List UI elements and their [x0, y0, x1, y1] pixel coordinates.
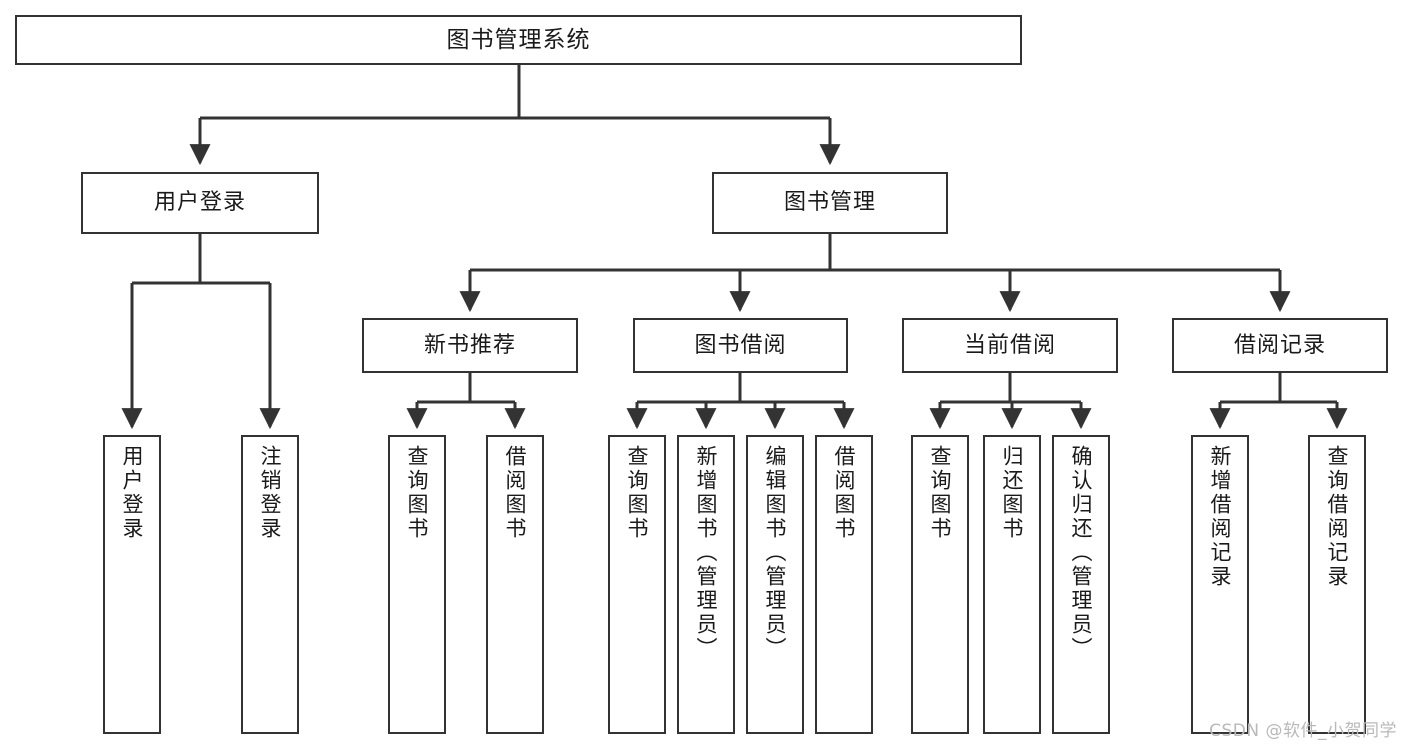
- node-label: 确认归还（管理员）: [1069, 445, 1094, 661]
- watermark: CSDN @软件_小贺同学: [1209, 721, 1397, 741]
- node-leaf-add-borrow-record[interactable]: 新增借阅记录: [1191, 435, 1249, 734]
- node-label: 新增图书（管理员）: [694, 445, 719, 661]
- node-label: 借阅记录: [1233, 332, 1326, 358]
- node-label: 编辑图书（管理员）: [763, 445, 788, 661]
- node-label: 归还图书: [1000, 445, 1025, 541]
- node-label: 新书推荐: [423, 332, 516, 358]
- node-leaf-query-book-1[interactable]: 查询图书: [388, 435, 446, 734]
- node-borrow-record[interactable]: 借阅记录: [1172, 318, 1388, 373]
- node-label: 图书借阅: [694, 332, 787, 358]
- node-user-login[interactable]: 用户登录: [81, 172, 319, 234]
- node-leaf-borrow-book-2[interactable]: 借阅图书: [815, 435, 873, 734]
- node-leaf-user-login[interactable]: 用户登录: [103, 435, 161, 734]
- node-label: 图书管理: [783, 190, 876, 216]
- node-leaf-add-book[interactable]: 新增图书（管理员）: [677, 435, 735, 734]
- node-current-borrow[interactable]: 当前借阅: [902, 318, 1118, 373]
- node-label: 借阅图书: [832, 445, 857, 541]
- node-leaf-query-book-3[interactable]: 查询图书: [911, 435, 969, 734]
- node-label: 借阅图书: [503, 445, 528, 541]
- node-leaf-confirm-return[interactable]: 确认归还（管理员）: [1052, 435, 1110, 734]
- node-label: 当前借阅: [963, 332, 1056, 358]
- node-leaf-borrow-book-1[interactable]: 借阅图书: [486, 435, 544, 734]
- node-leaf-edit-book[interactable]: 编辑图书（管理员）: [746, 435, 804, 734]
- node-label: 查询图书: [625, 445, 650, 541]
- node-book-borrow[interactable]: 图书借阅: [633, 318, 848, 373]
- node-new-book-recommend[interactable]: 新书推荐: [362, 318, 578, 373]
- node-leaf-query-book-2[interactable]: 查询图书: [608, 435, 666, 734]
- node-book-manage[interactable]: 图书管理: [712, 172, 948, 234]
- node-label: 查询图书: [928, 445, 953, 541]
- node-label: 注销登录: [258, 445, 283, 541]
- node-label: 查询借阅记录: [1325, 445, 1350, 589]
- node-label: 用户登录: [153, 190, 246, 216]
- node-label: 用户登录: [120, 445, 145, 541]
- node-label: 新增借阅记录: [1208, 445, 1233, 589]
- node-leaf-return-book[interactable]: 归还图书: [983, 435, 1041, 734]
- node-leaf-user-logout[interactable]: 注销登录: [241, 435, 299, 734]
- node-label: 查询图书: [405, 445, 430, 541]
- node-root-system[interactable]: 图书管理系统: [15, 15, 1022, 65]
- node-label: 图书管理系统: [446, 26, 591, 53]
- node-leaf-query-borrow-record[interactable]: 查询借阅记录: [1308, 435, 1366, 734]
